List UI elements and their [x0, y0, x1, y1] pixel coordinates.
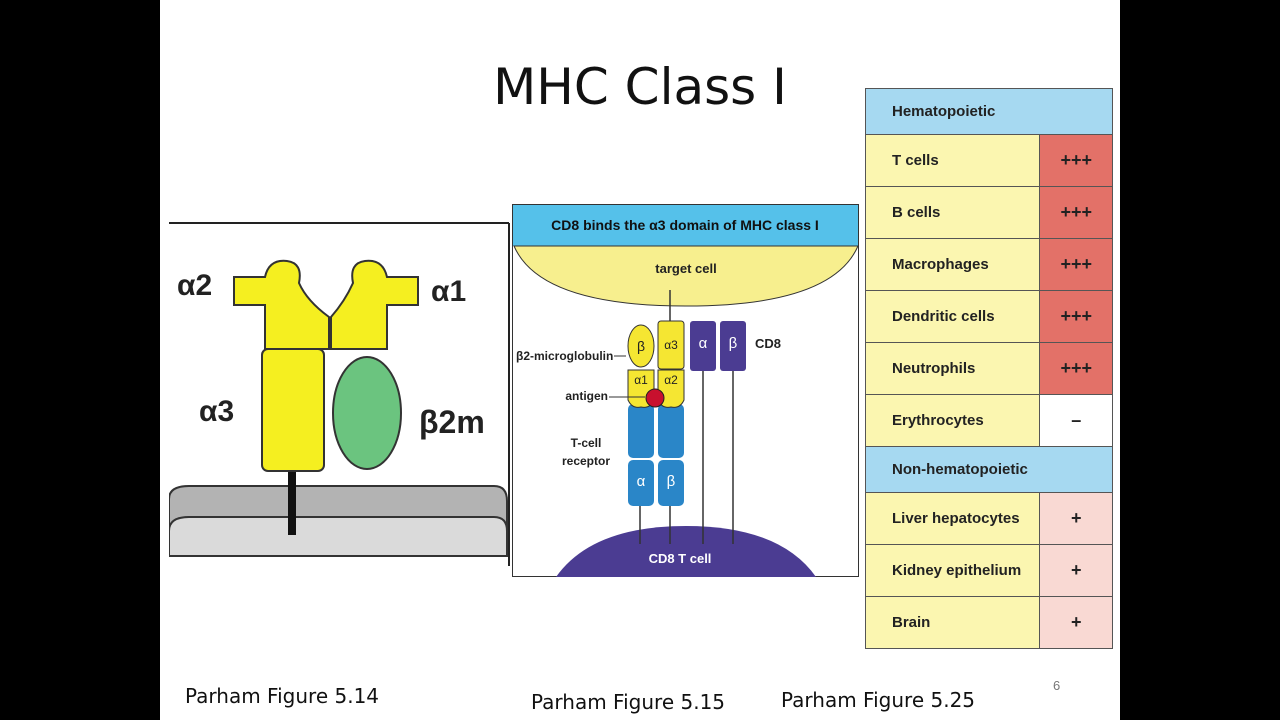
beta2-letter: β — [637, 338, 645, 354]
cell-type-name: Brain — [864, 596, 1041, 649]
mhc-alpha1-label: α1 — [634, 373, 648, 387]
cd8-t-cell-label: CD8 T cell — [649, 551, 712, 566]
alpha3-label: α3 — [199, 395, 234, 428]
section-title: Hematopoietic — [865, 88, 1113, 135]
membrane-inner — [169, 516, 508, 557]
caption-fig-5-15: Parham Figure 5.15 — [531, 690, 726, 714]
tcr-label-line2: receptor — [562, 454, 610, 468]
alpha1-domain — [330, 259, 419, 350]
tcr-beta-letter: β — [667, 473, 676, 490]
section-header-row: Hematopoietic — [865, 88, 1113, 135]
cell-type-name: Neutrophils — [864, 342, 1041, 395]
beta2m-domain — [332, 356, 402, 470]
tcr-label-line1: T-cell — [571, 436, 602, 450]
cd8-beta-chain — [720, 321, 746, 371]
target-cell — [513, 245, 859, 307]
figure-header-bar — [513, 205, 858, 246]
expression-level: +++ — [1039, 186, 1113, 239]
expression-level: +++ — [1039, 134, 1113, 187]
mhc-class-i-structure-diagram: α2 α1 α3 β2m — [169, 221, 511, 566]
expression-level: +++ — [1039, 290, 1113, 343]
alpha2-domain — [233, 259, 330, 350]
figure-header-text: CD8 binds the α3 domain of MHC class I — [551, 217, 819, 233]
cd8-t-cell — [556, 526, 816, 577]
beta2-microglobulin — [627, 324, 655, 368]
cd8-alpha-chain — [690, 321, 716, 371]
tcr-alpha-variable — [628, 404, 654, 458]
section-title: Non-hematopoietic — [865, 446, 1113, 493]
table-row: Kidney epithelium+ — [864, 544, 1113, 597]
table-row: Macrophages+++ — [864, 238, 1113, 291]
expression-level: – — [1039, 394, 1113, 447]
alpha3-domain — [261, 348, 325, 472]
page-number: 6 — [1053, 678, 1061, 693]
caption-fig-5-25: Parham Figure 5.25 — [781, 688, 976, 712]
cd8-beta-letter: β — [729, 335, 738, 352]
slide: MHC Class I α2 α1 α3 β2m CD8 binds the α… — [160, 0, 1120, 720]
table-row: Brain+ — [864, 596, 1113, 649]
table-row: Dendritic cells+++ — [864, 290, 1113, 343]
tcr-beta-constant — [658, 460, 684, 506]
expression-level: +++ — [1039, 238, 1113, 291]
section-header-row: Non-hematopoietic — [865, 446, 1113, 493]
table-row: Neutrophils+++ — [864, 342, 1113, 395]
b2-microglobulin-label: β2-microglobulin — [516, 349, 613, 363]
cd8-alpha-letter: α — [699, 335, 708, 352]
cell-type-name: Erythrocytes — [864, 394, 1041, 447]
antigen-label: antigen — [565, 389, 608, 403]
cell-type-name: Kidney epithelium — [864, 544, 1041, 597]
expression-level: + — [1039, 596, 1113, 649]
slide-title: MHC Class I — [493, 58, 787, 116]
table-row: Liver hepatocytes+ — [864, 492, 1113, 545]
beta2m-label: β2m — [419, 404, 485, 440]
expression-level: +++ — [1039, 342, 1113, 395]
target-cell-label: target cell — [655, 261, 716, 276]
cell-type-name: Liver hepatocytes — [864, 492, 1041, 545]
cd8-binding-diagram: CD8 binds the α3 domain of MHC class I t… — [512, 204, 859, 577]
mhc-alpha3 — [657, 320, 685, 370]
expression-level: + — [1039, 492, 1113, 545]
table-row: Erythrocytes– — [864, 394, 1113, 447]
tcr-alpha-letter: α — [637, 473, 646, 490]
expression-level: + — [1039, 544, 1113, 597]
cell-type-name: T cells — [864, 134, 1041, 187]
mhc-alpha2-label: α2 — [664, 373, 678, 387]
table-row: T cells+++ — [864, 134, 1113, 187]
caption-fig-5-14: Parham Figure 5.14 — [185, 684, 380, 708]
cell-type-name: Macrophages — [864, 238, 1041, 291]
cell-type-name: Dendritic cells — [864, 290, 1041, 343]
tcr-beta-variable — [658, 404, 684, 458]
table-row: B cells+++ — [864, 186, 1113, 239]
cd8-label: CD8 — [755, 336, 781, 351]
mhc-alpha3-label: α3 — [664, 338, 678, 352]
antigen-peptide — [645, 388, 665, 408]
alpha1-label: α1 — [431, 275, 466, 308]
tcr-alpha-constant — [628, 460, 654, 506]
transmembrane-anchor — [288, 467, 296, 535]
alpha2-label: α2 — [177, 269, 212, 302]
cell-type-name: B cells — [864, 186, 1041, 239]
